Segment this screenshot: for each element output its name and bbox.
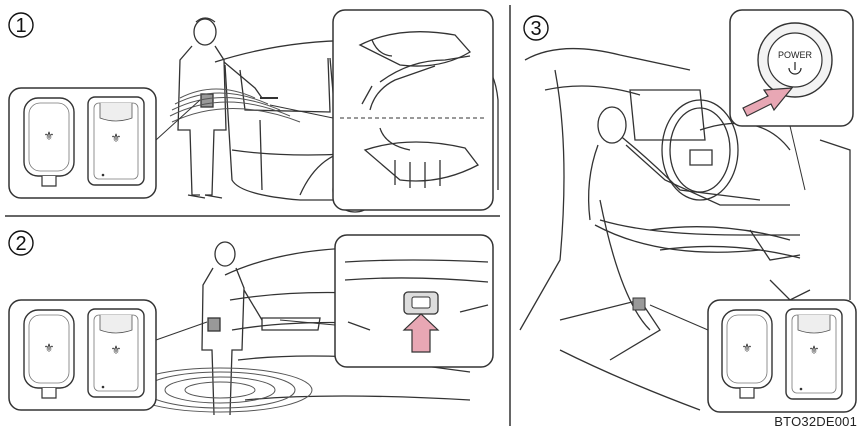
panel-2: 2	[9, 231, 493, 415]
power-button-label: POWER	[778, 50, 813, 60]
smart-key-fob: ⚜	[722, 310, 772, 398]
smart-key-fob: ⚜	[24, 310, 74, 398]
toyota-emblem-icon: ⚜	[111, 131, 122, 145]
signal-waves	[170, 89, 300, 122]
door-handle-detail-inset	[270, 10, 493, 210]
person-figure-rear	[202, 242, 262, 415]
toyota-emblem-icon: ⚜	[809, 343, 820, 357]
driver-figure	[589, 107, 800, 252]
power-button	[768, 33, 822, 87]
step-2-badge: 2	[9, 231, 33, 255]
step-1-number: 1	[15, 15, 26, 37]
power-button-inset: POWER	[730, 10, 853, 190]
trunk-switch-detail-inset	[280, 235, 493, 367]
smart-key-fob: ⚜	[24, 98, 74, 186]
toyota-emblem-icon: ⚜	[44, 129, 55, 143]
panel-3: 3	[520, 10, 856, 412]
toyota-emblem-icon: ⚜	[44, 341, 55, 355]
figure-code: BTO32DE001	[774, 414, 857, 429]
key-fob-inset-3: ⚜ ⚜	[650, 300, 856, 412]
key-fob-inset-1: ⚜ ⚜	[9, 88, 200, 198]
step-3-badge: 3	[524, 16, 548, 40]
step-1-badge: 1	[9, 13, 33, 37]
key-fob-inset-2: ⚜ ⚜	[9, 300, 207, 410]
step-2-number: 2	[15, 233, 26, 255]
card-key: ⚜	[88, 97, 144, 185]
card-key: ⚜	[88, 309, 144, 397]
key-in-pocket	[633, 298, 645, 310]
panel-1: 1	[9, 10, 498, 212]
toyota-emblem-icon: ⚜	[742, 341, 753, 355]
toyota-emblem-icon: ⚜	[111, 343, 122, 357]
card-key: ⚜	[786, 309, 842, 399]
step-3-number: 3	[530, 18, 541, 40]
